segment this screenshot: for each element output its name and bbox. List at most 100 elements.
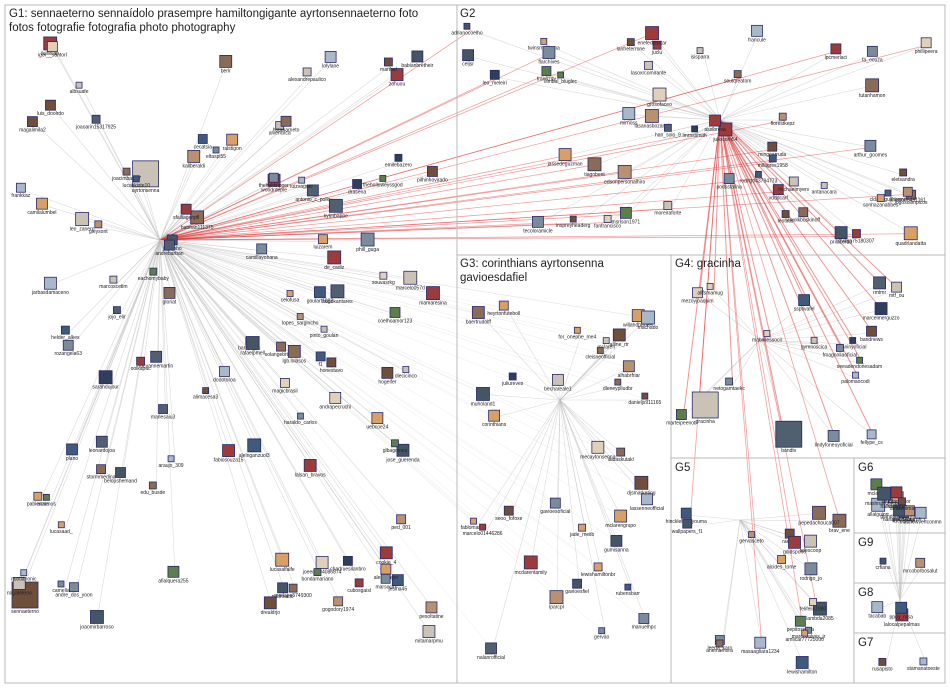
node-g2[interactable]: quadrlandatta <box>895 227 926 247</box>
node-g1[interactable]: lalsan_bravos <box>295 459 326 478</box>
node-g3[interactable]: mclarengrupo <box>605 510 636 529</box>
node-g2[interactable]: isisparra <box>691 48 710 61</box>
node-g9[interactable]: mrcoborbosalut <box>903 558 938 574</box>
node-g2[interactable]: phillipeera <box>915 38 938 55</box>
node-g4[interactable]: seeadendonesadam <box>837 357 882 370</box>
node-g2[interactable]: seulqreatom <box>724 71 752 85</box>
node-g1[interactable]: celofusa <box>281 290 300 303</box>
node-g1[interactable]: gloriat <box>163 287 177 305</box>
node-g1[interactable]: helder_alkes <box>51 326 80 341</box>
node-g1[interactable]: marcelo057d <box>396 271 425 291</box>
node-g4[interactable]: rmtmr <box>873 277 886 296</box>
node-g4[interactable]: allfsmamug <box>697 283 723 296</box>
node-g3[interactable]: for_onephe_me4 <box>558 327 596 340</box>
node-g1[interactable]: joaomirbarroso <box>79 610 114 630</box>
node-g3[interactable]: lparcpl <box>549 591 564 611</box>
node-g1[interactable]: emilebazero <box>385 154 412 168</box>
node-g2[interactable]: adrianocoelho <box>451 23 483 36</box>
node-g1[interactable]: stormmedina <box>87 465 116 481</box>
node-g3[interactable]: rubensbarr <box>616 584 641 597</box>
node-g7[interactable]: stamanatoeste <box>907 658 940 672</box>
node-g3[interactable]: gervao <box>594 628 610 641</box>
node-g1[interactable]: eachomybaby <box>138 268 170 282</box>
node-g2[interactable]: eletsandra <box>891 169 915 183</box>
node-g2[interactable]: francule <box>748 25 766 43</box>
node-g2[interactable]: jassedeguzman <box>547 149 583 168</box>
node-g3[interactable]: lewishamiltonbr <box>581 563 616 578</box>
node-g4[interactable]: palomaocodi <box>841 372 869 385</box>
node-g2[interactable]: antanacara <box>812 182 837 195</box>
node-g4[interactable]: marcelmerguzzo <box>863 303 900 322</box>
node-g1[interactable]: plano <box>66 444 78 462</box>
node-g1[interactable]: theholloweyssgod <box>363 175 403 188</box>
node-g1[interactable]: albsuafe <box>70 82 89 95</box>
node-g7[interactable]: rusapisto <box>872 658 893 672</box>
node-g1[interactable]: magicbrasil <box>272 378 297 394</box>
node-g2[interactable]: enefeddostar <box>637 27 667 47</box>
node-g5[interactable]: masaagliara1234 <box>741 637 780 655</box>
node-g1[interactable]: frankkaz <box>11 183 30 199</box>
node-g3[interactable]: corinthians <box>482 410 507 428</box>
node-g4[interactable]: mtf_ou <box>889 282 905 299</box>
node-g4[interactable]: gymnoscica <box>801 337 828 350</box>
node-g1[interactable]: dodotoroa <box>213 367 236 384</box>
node-g3[interactable]: mcdarentamily <box>515 556 548 576</box>
node-g1[interactable]: ped_001 <box>391 515 411 531</box>
node-g1[interactable]: theholdsipper <box>259 173 289 189</box>
node-g4[interactable]: bandtv <box>776 421 802 454</box>
node-g1[interactable]: pilhinhovirado <box>417 166 448 183</box>
node-g9[interactable]: crfiana <box>876 558 891 571</box>
node-g1[interactable]: ralstigon <box>223 134 242 152</box>
node-g5[interactable]: rodrigo_jo <box>800 563 822 582</box>
node-g1[interactable]: haraldo_carlos <box>284 413 317 426</box>
node-g1[interactable]: jarbasdamaceno <box>31 277 69 296</box>
node-g1[interactable]: marthal <box>380 58 397 73</box>
node-g4[interactable]: bandnews <box>860 326 883 343</box>
node-g3[interactable]: manuelhpc <box>632 614 657 631</box>
node-g1[interactable]: f1 <box>316 352 325 368</box>
node-g1[interactable]: afialquera255 <box>158 566 189 584</box>
node-g2[interactable]: mirnoss <box>620 107 638 126</box>
node-g1[interactable]: alexandrepaulico <box>288 68 326 83</box>
node-g2[interactable]: lpcmerlaci <box>825 44 848 61</box>
node-g1[interactable]: mitamarpmu <box>415 626 443 645</box>
node-g1[interactable]: chadruesilanbro <box>330 556 366 572</box>
node-g2[interactable]: tiagobent <box>584 158 605 178</box>
node-g8[interactable]: ppcg_rasa <box>890 602 914 620</box>
node-g1[interactable]: de_cadiz <box>324 251 345 271</box>
node-g1[interactable]: kallberaldi <box>182 150 205 169</box>
node-g1[interactable]: cookie_4 <box>376 547 396 566</box>
node-g4[interactable]: mabxilessocil <box>752 330 782 343</box>
node-g1[interactable]: edu_busde <box>140 482 165 496</box>
node-g1[interactable]: cubosgaisl <box>347 579 371 594</box>
node-g2[interactable]: edsonpersonalhiro <box>604 165 645 185</box>
node-g1[interactable]: berlr <box>220 55 232 74</box>
node-g1[interactable]: phill_guga <box>356 233 379 253</box>
node-g1[interactable]: luizvagner <box>290 177 313 190</box>
node-g1[interactable]: lucasalfalfe <box>270 553 295 573</box>
node-g3[interactable]: gumisanna <box>604 535 629 553</box>
node-g4[interactable]: fellype_cs <box>860 430 883 446</box>
node-g5[interactable]: gervasceto <box>739 532 764 545</box>
node-g1[interactable]: camillayohana <box>246 244 278 261</box>
node-g5[interactable]: lewishamilton <box>787 656 817 675</box>
node-g3[interactable]: gavioesfiel <box>565 579 589 595</box>
node-g1[interactable]: lucasaad_ <box>50 522 73 535</box>
node-g1[interactable]: joaoarin15317925 <box>75 115 116 130</box>
node-g1[interactable]: camella <box>52 581 69 594</box>
node-g1[interactable]: babianbretheir <box>401 51 433 69</box>
node-g4[interactable]: lindyfoneuyoficial <box>815 430 853 448</box>
node-g3[interactable]: juliureves <box>501 373 524 387</box>
node-g1[interactable]: diecicinco <box>395 367 417 380</box>
node-g1[interactable]: alimacesa3 <box>193 388 219 401</box>
node-g1[interactable]: pesoltatine <box>419 602 443 620</box>
node-g3[interactable]: dleneypliudbr <box>603 379 633 392</box>
node-g4[interactable]: ssptivafel <box>794 295 815 313</box>
node-g1[interactable]: marcoscetim <box>99 276 127 290</box>
node-g5[interactable]: alcides_tome <box>767 556 797 571</box>
node-g1[interactable]: gogodory1974 <box>322 597 354 613</box>
node-g3[interactable]: djsmarketing <box>627 476 656 496</box>
node-g1[interactable]: lolylane <box>322 51 339 69</box>
node-g3[interactable]: gavioesoficial <box>540 498 570 515</box>
node-g1[interactable]: sarahdujour <box>92 371 119 391</box>
